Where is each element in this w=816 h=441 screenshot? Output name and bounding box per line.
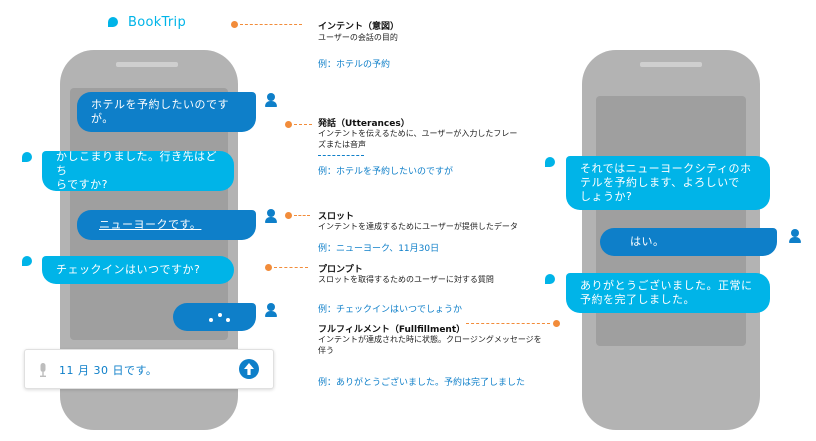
connector-dot (265, 264, 272, 271)
bot-message-bubble: ありがとうございました。正常に 予約を完了しました。 (566, 273, 770, 313)
person-icon (264, 209, 278, 223)
message-text: かしこまりました。行き先はどち らですか? (56, 150, 217, 191)
person-icon (264, 303, 278, 317)
connector-line (466, 323, 550, 324)
annotation-example-intent: 例：ホテルの予約 (318, 60, 391, 70)
divider (318, 155, 364, 156)
message-text: はい。 (630, 235, 665, 248)
connector-dot (285, 212, 292, 219)
annotation-desc-prompt: スロットを取得するためのユーザーに対する質問 (318, 275, 494, 284)
connector-dot (231, 21, 238, 28)
message-text: ありがとうございました。正常に 予約を完了しました。 (580, 279, 753, 306)
connector-line (294, 124, 312, 125)
user-message-bubble: はい。 (600, 228, 777, 256)
annotation-title-slot: スロット (318, 212, 355, 222)
annotation-title-intent: インテント（意図） (318, 22, 400, 32)
message-input-bar[interactable]: 11 月 30 日です。 (24, 349, 274, 389)
connector-line (240, 24, 302, 25)
message-input-text[interactable]: 11 月 30 日です。 (59, 364, 158, 377)
annotation-desc-slot: インテントを達成するためにユーザーが提供したデータ (318, 222, 518, 231)
person-icon (264, 93, 278, 107)
typing-indicator-bubble (173, 303, 256, 331)
annotation-example-prompt: 例：チェックインはいつでしょうか (318, 305, 463, 315)
bot-message-bubble: かしこまりました。行き先はどち らですか? (42, 150, 234, 191)
bot-icon (545, 274, 557, 286)
annotation-example-slot: 例：ニューヨーク、11月30日 (318, 244, 440, 254)
typing-dot (226, 318, 230, 322)
send-arrow-icon[interactable] (239, 359, 259, 379)
bot-icon (22, 256, 34, 268)
message-text: チェックインはいつですか? (56, 263, 201, 276)
left-phone-speaker (116, 62, 178, 67)
message-text: ホテルを予約したいのです が。 (91, 98, 229, 125)
connector-dot (285, 121, 292, 128)
message-text: ニューヨークです。 (99, 218, 202, 231)
typing-dot (218, 313, 222, 317)
right-phone-speaker (640, 62, 702, 67)
connector-line (294, 215, 310, 216)
typing-dot (209, 318, 213, 322)
annotation-example-fulfillment: 例：ありがとうございました。予約は完了しました (318, 378, 526, 388)
annotation-desc-fulfillment: インテントが達成された時に状態。クロージングメッセージを 伴う (318, 335, 542, 355)
bot-message-bubble: チェックインはいつですか? (42, 256, 234, 284)
bot-icon (22, 152, 34, 164)
user-message-bubble: ホテルを予約したいのです が。 (77, 92, 256, 132)
bot-message-bubble: それではニューヨークシティのホ テルを予約します、よろしいで しょうか? (566, 156, 770, 210)
annotation-title-utterances: 発話（Utterances） (318, 119, 410, 129)
user-message-bubble: ニューヨークです。 (77, 210, 256, 240)
annotation-title-fulfillment: フルフィルメント（Fullfillment） (318, 325, 466, 335)
bot-icon (545, 157, 557, 169)
person-icon (788, 229, 802, 243)
connector-line (274, 267, 308, 268)
annotation-desc-utterances: インテントを伝えるために、ユーザーが入力したフレー ズまたは音声 (318, 129, 518, 149)
annotation-example-utterances: 例：ホテルを予約したいのですが (318, 167, 454, 177)
brand-name: BookTrip (128, 15, 186, 30)
annotation-desc-intent: ユーザーの会話の目的 (318, 33, 398, 42)
microphone-icon[interactable] (39, 363, 47, 377)
chat-bubble-icon (108, 17, 120, 29)
connector-dot (553, 320, 560, 327)
message-text: それではニューヨークシティのホ テルを予約します、よろしいで しょうか? (580, 162, 752, 203)
annotation-title-prompt: プロンプト (318, 265, 363, 275)
